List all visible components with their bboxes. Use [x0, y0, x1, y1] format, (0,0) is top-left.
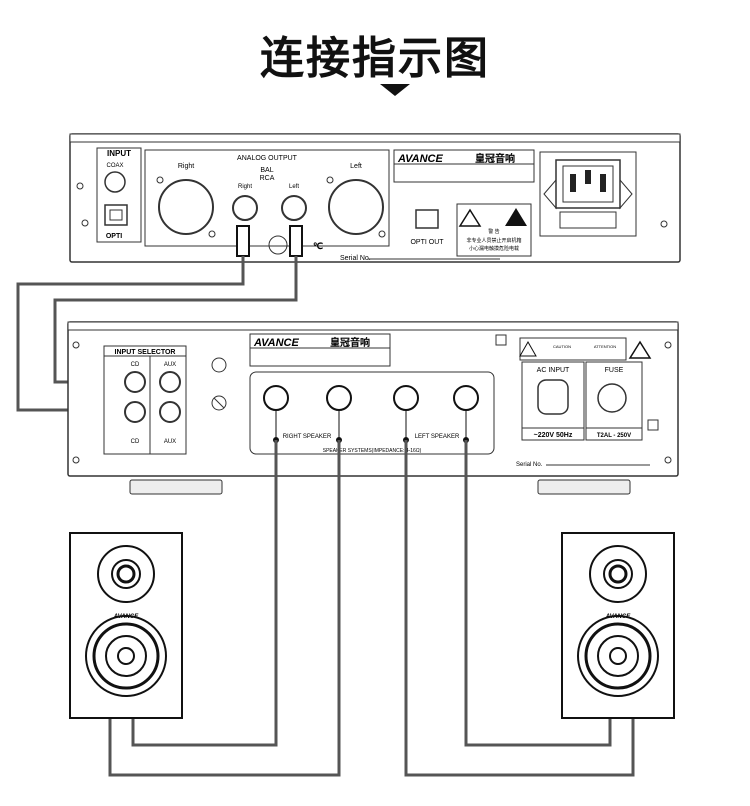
fuse-holder[interactable]	[597, 383, 627, 413]
warning-text-2: 小心漏电触摸危险电载	[469, 245, 519, 252]
ac-voltage-label: ~220V 50Hz	[534, 432, 573, 439]
input-selector-label: INPUT SELECTOR	[115, 349, 176, 356]
opti-out-label: OPTI OUT	[410, 239, 444, 246]
cert-icon	[268, 235, 288, 255]
power-socket[interactable]	[555, 159, 621, 209]
input-label: INPUT	[107, 149, 131, 158]
down-arrow-icon	[380, 84, 410, 96]
aux-right-jack[interactable]	[159, 371, 181, 393]
ac-input-label: AC INPUT	[537, 367, 570, 374]
xlr-right-jack[interactable]	[158, 179, 214, 235]
coax-label: COAX	[106, 163, 123, 169]
caution-label: CAUTION	[553, 344, 571, 349]
opti-label: OPTI	[106, 233, 122, 240]
left-speaker: AVANCE	[69, 532, 183, 719]
cert-icon	[211, 357, 227, 373]
fuse-label: FUSE	[605, 367, 624, 374]
ground-icon	[211, 395, 227, 411]
high-voltage-icon	[519, 340, 537, 357]
rca-label: RCA	[260, 175, 275, 182]
top-serial-label: Serial No.	[340, 255, 371, 262]
amp-brand-cn: 皇冠音响	[330, 336, 370, 349]
woofer	[577, 615, 659, 697]
rca-left-label: Left	[289, 184, 299, 190]
rca-right-jack[interactable]	[232, 195, 258, 221]
speaker-systems-label: SPEAKER SYSTEMS(IMPEDANCE: 4-16Ω)	[323, 448, 422, 454]
aux-top-label: AUX	[164, 362, 176, 368]
speaker-cables	[108, 410, 635, 777]
amplifier-unit: INPUT SELECTOR CD AUX CD AUX AVANCE 皇冠音响…	[67, 321, 679, 495]
right-speaker: AVANCE	[561, 532, 675, 719]
rca-right-label: Right	[238, 184, 252, 190]
rca-left-jack[interactable]	[281, 195, 307, 221]
cd-top-label: CD	[131, 362, 140, 368]
warning-text-1: 非专业人员禁止开启机箱	[466, 237, 521, 244]
attention-label: ATTENTION	[594, 344, 616, 349]
aux-bottom-label: AUX	[164, 439, 176, 445]
aux-left-jack[interactable]	[159, 401, 181, 423]
bal-left-label: Left	[350, 163, 362, 170]
top-unit: INPUT COAX OPTI ANALOG OUTPUT BAL RCA Ri…	[69, 133, 681, 263]
tweeter	[589, 545, 647, 603]
fuse-holder[interactable]	[559, 211, 617, 229]
bal-right-label: Right	[178, 163, 194, 170]
warning-title: 警 告	[488, 228, 499, 235]
warning-icon	[505, 208, 527, 226]
top-brand-cn: 皇冠音响	[475, 152, 515, 165]
left-speaker-label: LEFT SPEAKER	[415, 434, 460, 440]
cd-left-jack[interactable]	[124, 401, 146, 423]
tweeter	[97, 545, 155, 603]
cd-right-jack[interactable]	[124, 371, 146, 393]
right-speaker-label: RIGHT SPEAKER	[283, 434, 332, 440]
coax-jack[interactable]	[104, 171, 126, 193]
cd-bottom-label: CD	[131, 439, 140, 445]
xlr-left-jack[interactable]	[328, 179, 384, 235]
opti-out-jack[interactable]	[415, 209, 439, 229]
fuse-rating-label: T2AL - 250V	[597, 433, 631, 439]
amp-serial-label: Serial No.	[516, 462, 543, 468]
high-voltage-icon	[458, 208, 482, 227]
analog-output-label: ANALOG OUTPUT	[237, 155, 298, 162]
woofer	[85, 615, 167, 697]
opti-jack[interactable]	[104, 204, 128, 226]
warning-icon	[628, 340, 652, 359]
page-title: 连接指示图	[260, 33, 490, 84]
bal-label: BAL	[260, 167, 273, 174]
amp-brand-logo: AVANCE	[253, 337, 299, 349]
cert-mark-icon: ℃	[313, 241, 323, 251]
top-brand-logo: AVANCE	[397, 153, 443, 165]
ac-input-socket[interactable]	[537, 379, 569, 415]
